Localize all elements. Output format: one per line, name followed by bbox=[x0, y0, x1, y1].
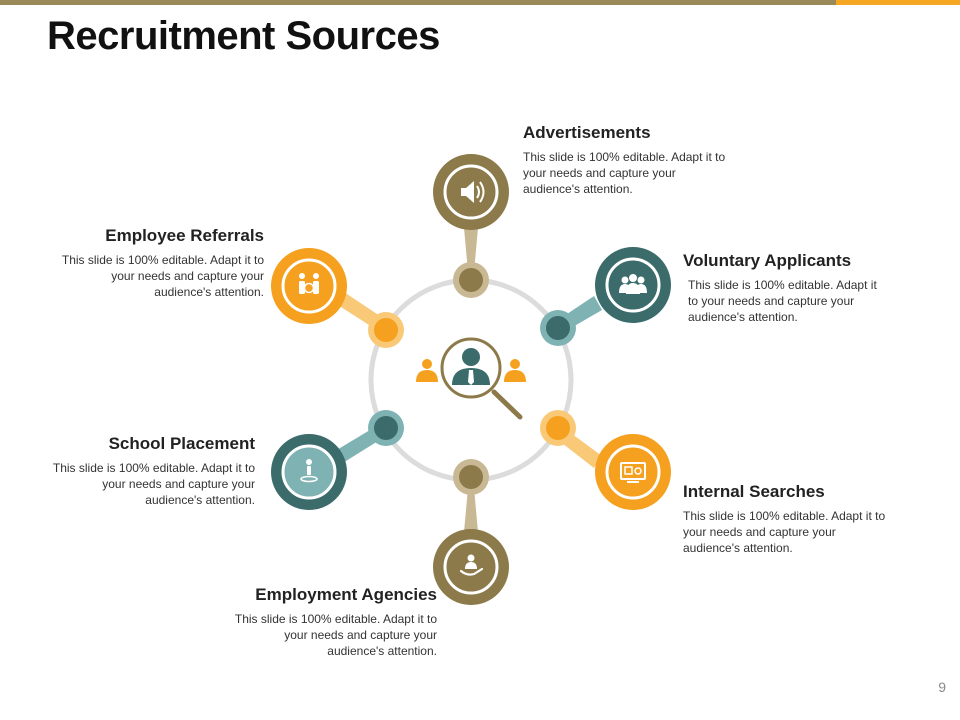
top-accent-bar-left bbox=[0, 0, 836, 5]
circle-voluntary-applicants bbox=[595, 247, 671, 323]
item-advertisements: Advertisements This slide is 100% editab… bbox=[523, 123, 728, 197]
connector-employment-agencies bbox=[464, 488, 478, 532]
item-school-placement: School Placement This slide is 100% edit… bbox=[50, 434, 255, 508]
referral-icon bbox=[299, 273, 319, 294]
circle-internal-searches bbox=[595, 434, 671, 510]
item-employee-referrals: Employee Referrals This slide is 100% ed… bbox=[58, 226, 264, 300]
group-icon bbox=[619, 274, 647, 294]
circle-employment-agencies bbox=[433, 529, 509, 605]
item-title: School Placement bbox=[108, 434, 255, 453]
item-description: This slide is 100% editable. Adapt it to… bbox=[61, 253, 264, 299]
ring-node-voluntary-applicants bbox=[540, 310, 576, 346]
item-voluntary-applicants: Voluntary Applicants This slide is 100% … bbox=[683, 251, 888, 325]
small-person-right-icon bbox=[504, 359, 526, 382]
businessman-magnifier-icon bbox=[440, 337, 523, 420]
person-pin-icon bbox=[300, 459, 318, 483]
ring-node-advertisements bbox=[453, 262, 489, 298]
small-person-left-icon bbox=[416, 359, 438, 382]
item-description: This slide is 100% editable. Adapt it to… bbox=[234, 612, 437, 658]
item-employment-agencies: Employment Agencies This slide is 100% e… bbox=[232, 585, 437, 659]
page-number: 9 bbox=[938, 679, 946, 695]
top-accent-bar-right bbox=[836, 0, 960, 5]
monitor-icon bbox=[620, 462, 646, 483]
ring-node-employee-referrals bbox=[368, 312, 404, 348]
ring-node-school-placement bbox=[368, 410, 404, 446]
hand-person-icon bbox=[459, 554, 484, 576]
ring-node-internal-searches bbox=[540, 410, 576, 446]
item-title: Employment Agencies bbox=[255, 585, 437, 604]
item-title: Voluntary Applicants bbox=[683, 251, 852, 270]
item-title: Employee Referrals bbox=[105, 226, 264, 245]
ring-node-employment-agencies bbox=[453, 459, 489, 495]
circle-employee-referrals bbox=[271, 248, 347, 324]
item-internal-searches: Internal Searches This slide is 100% edi… bbox=[683, 482, 888, 556]
item-title: Advertisements bbox=[523, 123, 651, 142]
circle-school-placement bbox=[271, 434, 347, 510]
megaphone-icon bbox=[461, 181, 485, 203]
slide-title: Recruitment Sources bbox=[47, 14, 440, 58]
item-title: Internal Searches bbox=[683, 482, 825, 501]
item-description: This slide is 100% editable. Adapt it to… bbox=[688, 278, 877, 324]
item-description: This slide is 100% editable. Adapt it to… bbox=[683, 509, 886, 555]
item-description: This slide is 100% editable. Adapt it to… bbox=[523, 150, 726, 196]
circle-advertisements bbox=[433, 154, 509, 230]
item-description: This slide is 100% editable. Adapt it to… bbox=[52, 461, 255, 507]
connector-advertisements bbox=[464, 228, 478, 272]
